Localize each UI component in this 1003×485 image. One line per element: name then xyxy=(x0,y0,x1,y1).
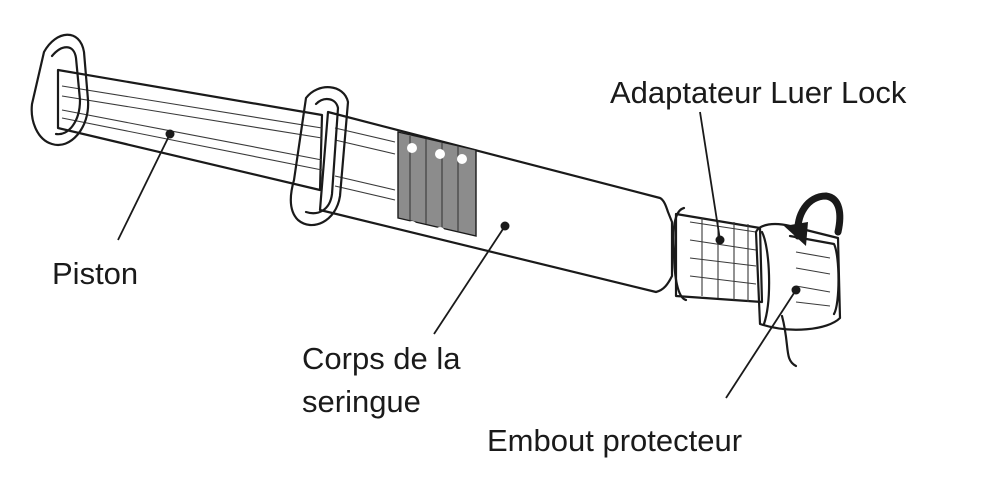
syringe-barrel xyxy=(289,86,674,294)
leader-lines xyxy=(117,111,801,399)
label-barrel-line2: seringue xyxy=(302,384,421,419)
label-piston: Piston xyxy=(52,256,138,291)
label-luer-lock: Adaptateur Luer Lock xyxy=(610,75,907,110)
plunger-stopper xyxy=(397,131,477,237)
tip-cap xyxy=(754,222,842,368)
plunger xyxy=(30,33,324,192)
label-tip-cap: Embout protecteur xyxy=(487,423,742,458)
twist-arrow-icon xyxy=(784,192,844,246)
label-barrel-line1: Corps de la xyxy=(302,341,461,376)
luer-lock-adapter xyxy=(672,206,764,304)
